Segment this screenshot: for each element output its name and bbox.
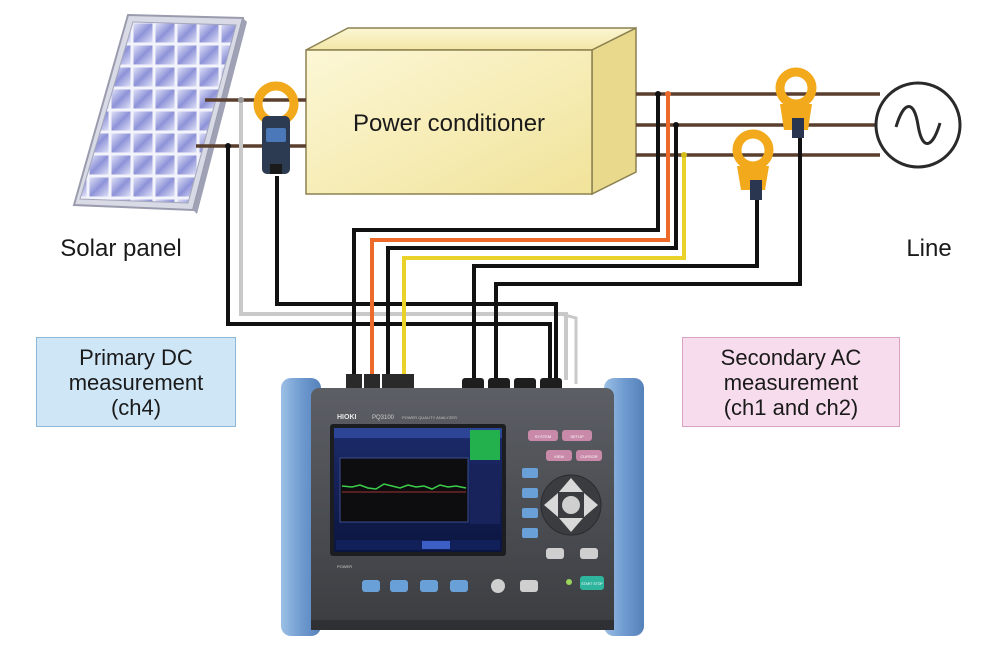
cable-black-ac-2 <box>386 125 678 384</box>
instrument-model-desc: POWER QUALITY ANALYZER <box>402 415 457 420</box>
power-conditioner-box <box>305 26 637 196</box>
view-key-label: VIEW <box>554 454 564 459</box>
side-key-1[interactable] <box>522 468 538 478</box>
start-stop-label: START STOP <box>581 582 603 586</box>
line-label: Line <box>906 235 951 262</box>
cable-gray-dc-2 <box>560 312 578 384</box>
side-key-4[interactable] <box>522 528 538 538</box>
cable-orange-ac <box>370 94 670 384</box>
f3-key[interactable] <box>420 580 438 592</box>
f4-key[interactable] <box>450 580 468 592</box>
side-key-3[interactable] <box>522 508 538 518</box>
clamp-sensor-ac-2 <box>732 129 774 200</box>
primary-dc-measurement-box: Primary DC measurement (ch4) <box>36 337 236 427</box>
data-key[interactable] <box>520 580 538 592</box>
primary-box-line-2: measurement <box>68 369 204 395</box>
cable-black-ac-1 <box>352 94 660 384</box>
ac-power-lines <box>636 92 880 157</box>
secondary-box-line-3: (ch1 and ch2) <box>723 394 859 420</box>
power-quality-analyzer: HIOKI PQ3100 POWER QUALITY ANALYZER SYST… <box>281 374 644 636</box>
connection-points <box>225 91 687 158</box>
f2-key[interactable] <box>390 580 408 592</box>
solar-panel <box>72 13 247 214</box>
cursor-key-label: CURSOR <box>580 454 597 459</box>
setup-key-label: SETUP <box>570 434 584 439</box>
view-key[interactable] <box>546 450 572 461</box>
setup-key[interactable] <box>562 430 592 441</box>
secondary-ac-measurement-box: Secondary AC measurement (ch1 and ch2) <box>682 337 900 427</box>
screen-trend-trace <box>341 483 467 490</box>
power-label: POWER <box>337 564 352 569</box>
instrument-brand: HIOKI <box>337 414 357 421</box>
ac-line-source <box>874 81 962 169</box>
side-key-2[interactable] <box>522 488 538 498</box>
system-key-label: SYSTEM <box>535 434 551 439</box>
solar-panel-label: Solar panel <box>60 235 181 262</box>
primary-box-line-1: Primary DC <box>79 344 193 370</box>
enter-key[interactable] <box>580 548 598 559</box>
instrument-model: PQ3100 <box>372 415 395 421</box>
cursor-key[interactable] <box>576 450 602 461</box>
start-stop-key[interactable] <box>580 576 604 590</box>
power-conditioner-label: Power conditioner <box>353 110 545 137</box>
cable-clamp-ch4 <box>275 176 558 384</box>
cable-yellow-ac <box>402 155 686 384</box>
secondary-box-line-1: Secondary AC <box>720 344 862 370</box>
clamp-sensor-dc <box>253 81 299 174</box>
f1-key[interactable] <box>362 580 380 592</box>
cable-clamp-ch2 <box>472 196 759 384</box>
system-key[interactable] <box>528 430 558 441</box>
clamp-sensor-ac-1 <box>775 67 817 138</box>
direction-pad[interactable] <box>540 474 602 536</box>
status-led <box>566 579 572 585</box>
cable-clamp-ch1 <box>494 136 802 384</box>
primary-box-line-3: (ch4) <box>110 394 162 420</box>
esc-key[interactable] <box>546 548 564 559</box>
secondary-box-line-2: measurement <box>723 369 859 395</box>
power-button[interactable] <box>491 579 505 593</box>
